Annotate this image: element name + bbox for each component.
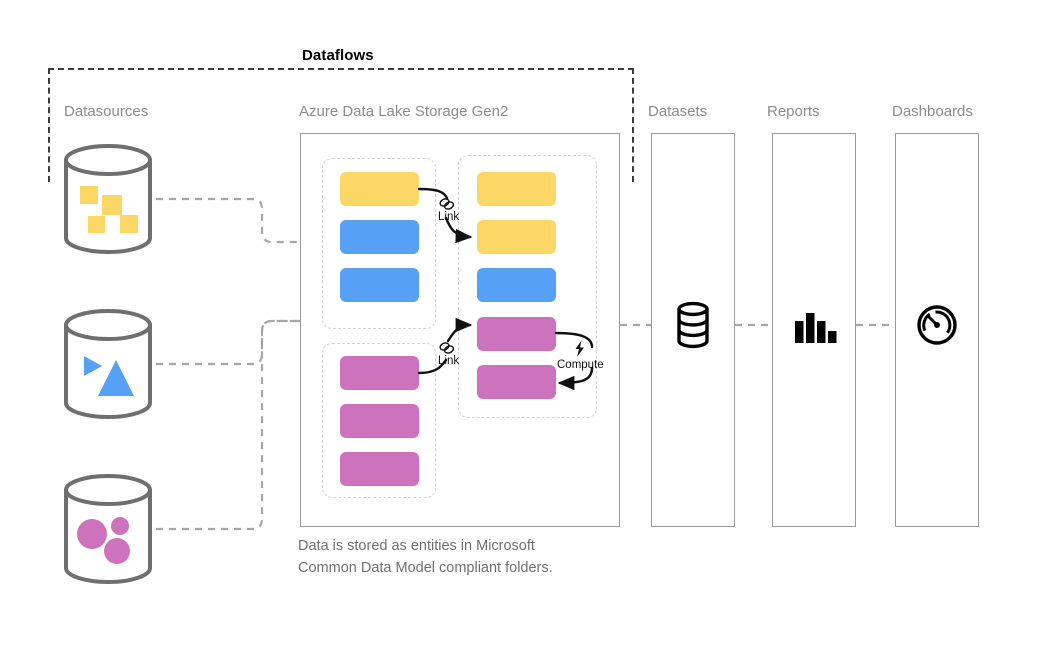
datasource-cylinder-1[interactable]: [60, 143, 156, 255]
entity-group-left-top: [322, 158, 436, 329]
link-label-2: Link: [438, 355, 460, 367]
column-label-reports: Reports: [767, 103, 820, 120]
column-label-datasets: Datasets: [648, 103, 708, 120]
entity-lt-2[interactable]: [340, 220, 419, 254]
lightning-bolt-icon: [571, 340, 589, 357]
entity-r-5[interactable]: [477, 365, 556, 399]
entity-r-3[interactable]: [477, 268, 556, 302]
dataflows-title: Dataflows: [302, 47, 374, 64]
entity-r-2[interactable]: [477, 220, 556, 254]
datasets-stacked-database-icon[interactable]: [667, 299, 719, 351]
entity-lb-3[interactable]: [340, 452, 419, 486]
database-cylinder-circles-icon: [64, 474, 152, 584]
database-cylinder-triangles-icon: [64, 309, 152, 419]
column-label-datasources: Datasources: [64, 103, 149, 120]
reports-bar-chart-icon[interactable]: [788, 299, 840, 351]
column-label-adls: Azure Data Lake Storage Gen2: [299, 103, 509, 120]
datasource-cylinder-3[interactable]: [60, 473, 156, 585]
link-label-1: Link: [438, 211, 460, 223]
entity-group-left-bottom: [322, 343, 436, 498]
datasets-column-box: [651, 133, 735, 527]
entity-lb-1[interactable]: [340, 356, 419, 390]
chain-link-icon-1: [438, 197, 456, 211]
chain-link-icon-2: [438, 341, 456, 355]
database-cylinder-squares-icon: [64, 144, 152, 254]
storage-caption-line1: Data is stored as entities in Microsoft: [298, 538, 535, 554]
column-label-dashboards: Dashboards: [892, 103, 973, 120]
compute-label: Compute: [557, 359, 604, 371]
datasource-cylinder-2[interactable]: [60, 308, 156, 420]
entity-lb-2[interactable]: [340, 404, 419, 438]
dashboards-gauge-icon[interactable]: [911, 299, 963, 351]
entity-group-right: [458, 155, 597, 418]
entity-lt-1[interactable]: [340, 172, 419, 206]
entity-r-4[interactable]: [477, 317, 556, 351]
dashboards-column-box: [895, 133, 979, 527]
dataflows-boundary: [48, 68, 634, 182]
entity-r-1[interactable]: [477, 172, 556, 206]
entity-lt-3[interactable]: [340, 268, 419, 302]
storage-caption: Data is stored as entities in Microsoft …: [298, 535, 628, 579]
storage-caption-line2: Common Data Model compliant folders.: [298, 560, 553, 576]
